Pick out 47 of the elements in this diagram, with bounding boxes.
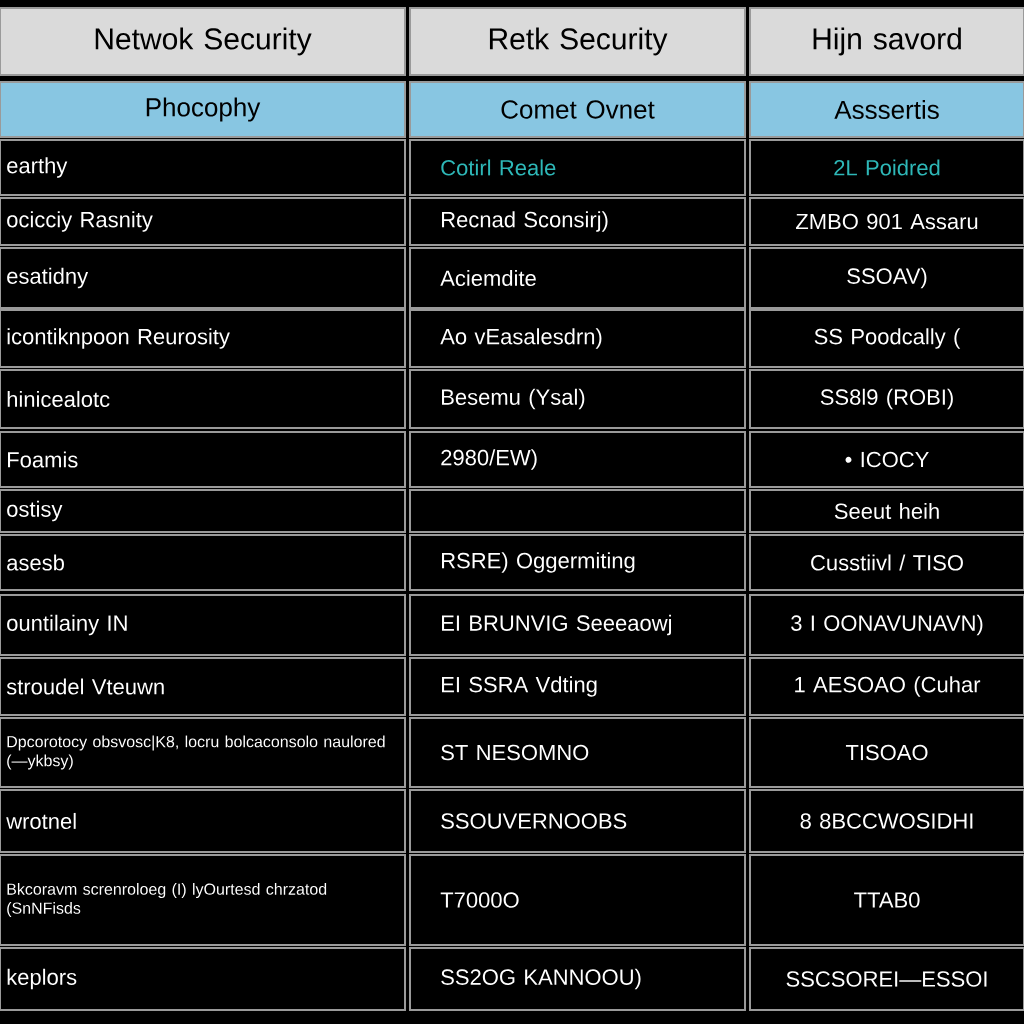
table-cell: earthy — [0, 139, 406, 196]
header-cell: Retk Security — [409, 7, 746, 76]
table-cell: asesb — [0, 534, 406, 591]
table-cell: Besemu (Ysal) — [409, 369, 746, 429]
table-cell: stroudel Vteuwn — [0, 657, 406, 716]
table-cell: Dpcorotocy obsvosc|K8, locru bolcaconsolo naulored (—ykbsy) — [0, 717, 406, 788]
table-cell: ountilainy IN — [0, 594, 406, 656]
table-cell: 3 I OONAVUNAVN) — [749, 594, 1024, 656]
table-cell: SSCSOREI—ESSOI — [749, 947, 1024, 1011]
table-cell: Recnad Sconsirj) — [409, 197, 746, 246]
header-cell: Hijn savord — [749, 7, 1024, 76]
table-cell: SSOAV) — [749, 247, 1024, 309]
table-cell: Bkcoravm screnroloeg (I) lyOurtesd chrzatod (SnNFisds — [0, 854, 406, 946]
table-cell: TISOAO — [749, 717, 1024, 788]
header-cell: Phocophy — [0, 81, 406, 138]
table-cell: ocicciy Rasnity — [0, 197, 406, 246]
table-cell: Cusstiivl / TISO — [749, 534, 1024, 591]
table-cell: ostisy — [0, 489, 406, 533]
table-cell: SSOUVERNOOBS — [409, 789, 746, 853]
table-cell: T7000O — [409, 854, 746, 946]
header-cell: Comet Ovnet — [409, 81, 746, 138]
table-cell: esatidny — [0, 247, 406, 309]
table-cell: SS8l9 (ROBI) — [749, 369, 1024, 429]
header-cell: Asssertis — [749, 81, 1024, 138]
table-cell: SS Poodcally ( — [749, 309, 1024, 368]
table-cell: 2980/EW) — [409, 431, 746, 488]
table-cell: keplors — [0, 947, 406, 1011]
table-cell: icontiknpoon Reurosity — [0, 309, 406, 368]
table-cell: TTAB0 — [749, 854, 1024, 946]
header-cell: Netwok Security — [0, 7, 406, 76]
table-cell: Foamis — [0, 431, 406, 488]
table-cell: • ICOCY — [749, 431, 1024, 488]
table-cell: wrotnel — [0, 789, 406, 853]
table-cell: EI BRUNVIG Seeeaowj — [409, 594, 746, 656]
table-cell: EI SSRA Vdting — [409, 657, 746, 716]
table-cell: Ao vEasalesdrn) — [409, 309, 746, 368]
table-cell: ZMBO 901 Assaru — [749, 197, 1024, 246]
table-cell: hinicealotc — [0, 369, 406, 429]
table-cell: Cotirl Reale — [409, 139, 746, 196]
table-cell: 8 8BCCWOSIDHI — [749, 789, 1024, 853]
table-cell: SS2OG KANNOOU) — [409, 947, 746, 1011]
table-cell: 1 AESOAO (Cuhar — [749, 657, 1024, 716]
table-cell: Aciemdite — [409, 247, 746, 309]
table-cell: Seeut heih — [749, 489, 1024, 533]
table-cell: ST NESOMNO — [409, 717, 746, 788]
table-cell: 2L Poidred — [749, 139, 1024, 196]
table-cell: RSRE) Oggermiting — [409, 534, 746, 591]
